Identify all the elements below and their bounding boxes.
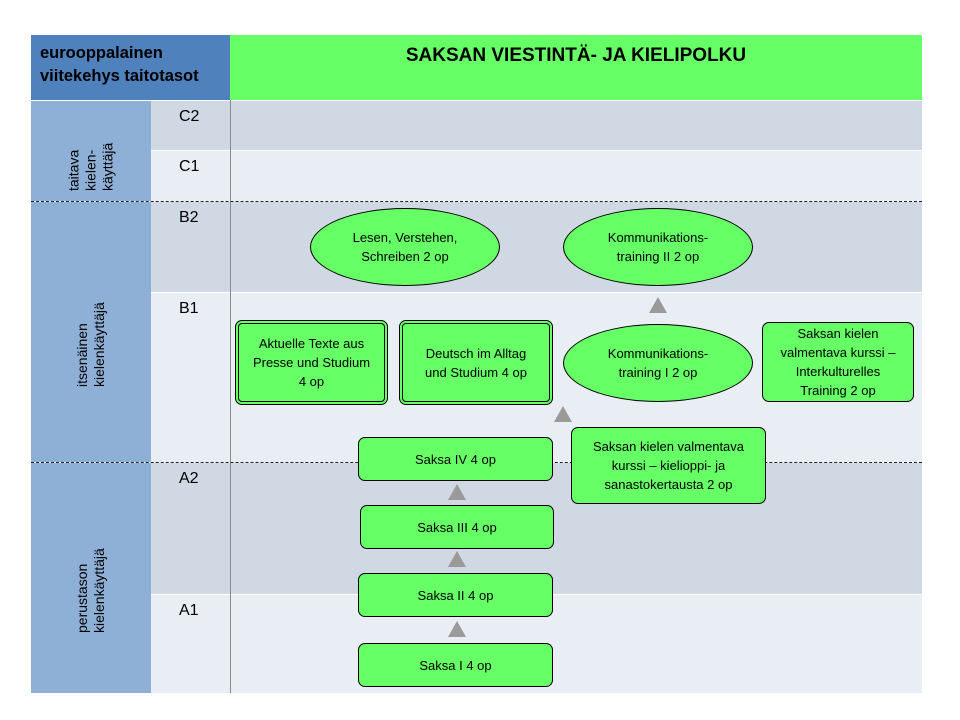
course-lesen-verstehen: Lesen, Verstehen, Schreiben 2 op — [310, 208, 500, 286]
level-b1: B1 — [179, 300, 199, 317]
course-kommunikationstraining-1: Kommunikations- training I 2 op — [563, 324, 753, 402]
path-title: SAKSAN VIESTINTÄ- JA KIELIPOLKU — [230, 35, 922, 100]
course-saksa-4: Saksa IV 4 op — [358, 437, 553, 481]
progression-arrow-icon — [448, 621, 466, 637]
progression-arrow-icon — [554, 406, 572, 422]
level-c1: C1 — [179, 158, 200, 175]
course-valmentava-kurssi: Saksan kielen valmentava kurssi – kielio… — [571, 427, 766, 504]
course-saksa-1: Saksa I 4 op — [358, 643, 553, 687]
framework-title: eurooppalainen viitekehys taitotasot — [31, 35, 230, 100]
progression-arrow-icon — [448, 551, 466, 567]
course-interkulturelles-training: Saksan kielen valmentava kurssi – Interk… — [762, 322, 914, 402]
category-basic: perustason kielenkäyttäjä — [31, 462, 151, 693]
course-deutsch-im-alltag: Deutsch im Alltag und Studium 4 op — [399, 320, 553, 405]
progression-arrow-icon — [649, 297, 667, 313]
category-label: taitava kielen- käyttäjä — [65, 142, 116, 191]
column-divider — [230, 100, 231, 693]
band-c1 — [151, 150, 922, 201]
category-label: itsenäinen kielenkäyttäjä — [74, 302, 107, 387]
level-b2: B2 — [179, 209, 199, 226]
course-saksa-2: Saksa II 4 op — [358, 573, 553, 617]
level-a1: A1 — [179, 602, 199, 619]
course-aktuelle-texte: Aktuelle Texte aus Presse und Studium 4 … — [235, 320, 388, 405]
category-label: perustason kielenkäyttäjä — [74, 548, 107, 633]
band-b2 — [151, 201, 922, 292]
band-c2 — [151, 100, 922, 150]
course-kommunikationstraining-2: Kommunikations- training II 2 op — [563, 208, 753, 286]
course-saksa-3: Saksa III 4 op — [360, 505, 554, 549]
category-independent: itsenäinen kielenkäyttäjä — [31, 201, 151, 462]
category-separator — [31, 201, 922, 202]
progression-arrow-icon — [448, 484, 466, 500]
category-proficient: taitava kielen- käyttäjä — [31, 100, 151, 201]
level-c2: C2 — [179, 108, 200, 125]
level-a2: A2 — [179, 470, 199, 487]
